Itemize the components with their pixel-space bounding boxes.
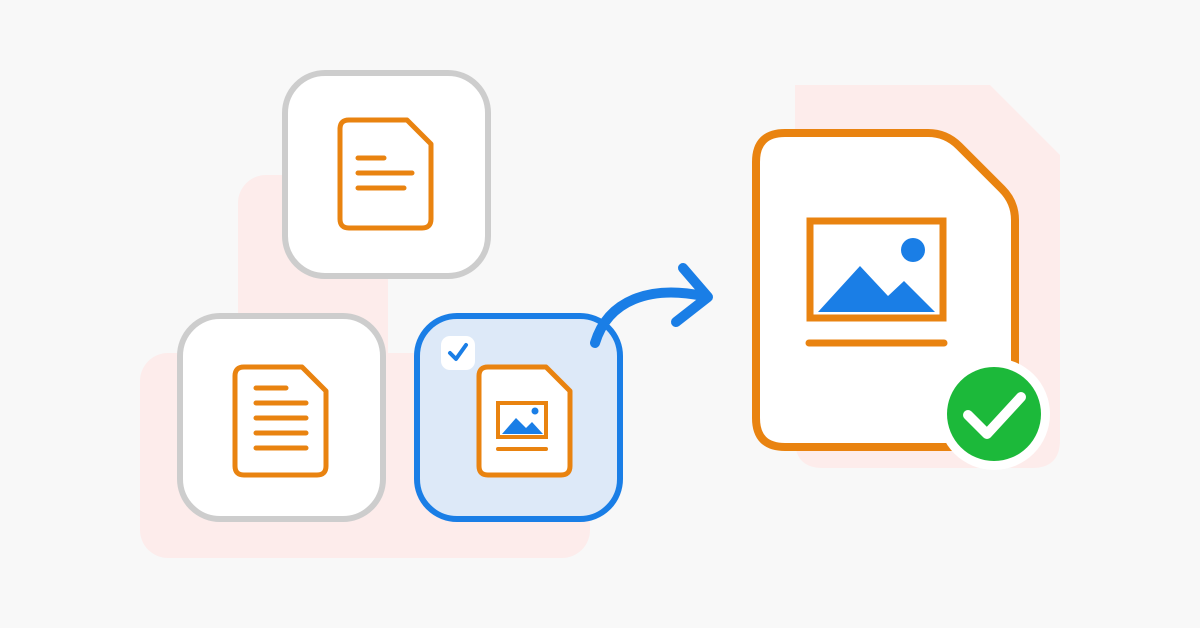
lined-document-icon (232, 364, 329, 478)
selection-checkbox[interactable] (441, 336, 475, 370)
image-document-icon (805, 217, 948, 347)
image-document-icon (476, 364, 573, 478)
text-document-tile[interactable] (282, 70, 491, 279)
lined-document-tile[interactable] (177, 313, 386, 522)
curved-arrow-right-icon (590, 263, 713, 348)
text-document-icon (337, 117, 434, 231)
checkmark-icon (448, 343, 468, 361)
success-check-icon (938, 358, 1050, 470)
image-document-tile[interactable] (414, 313, 623, 522)
